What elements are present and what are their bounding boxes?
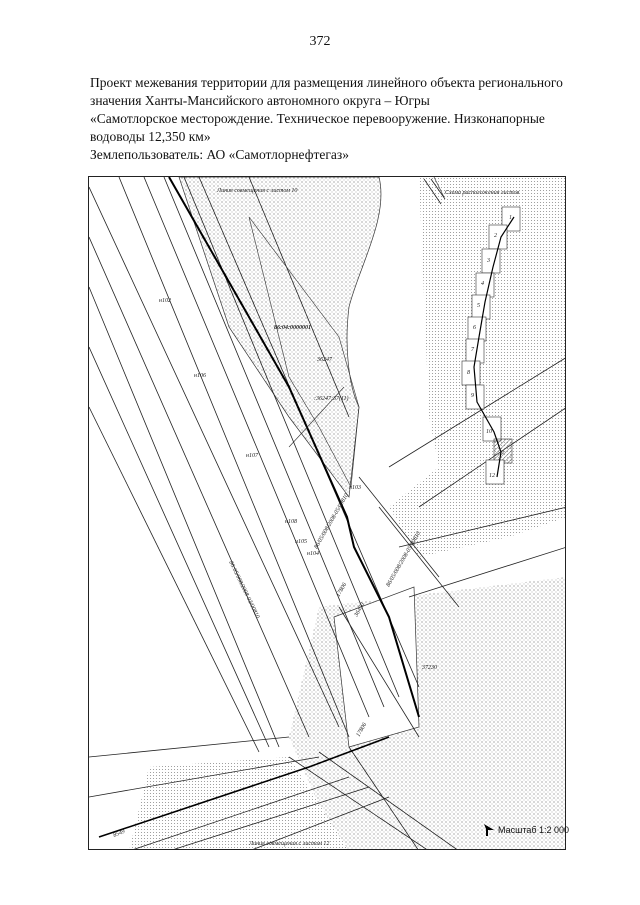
top-match-line-label: Линия совмещения с листом 10 (216, 188, 297, 194)
point-label: н105 (295, 539, 307, 545)
pipeline-route-lower (98, 736, 390, 838)
sheet-layout-scheme: Схема расположения листов 1 2 3 4 5 6 7 … (423, 178, 521, 485)
bottom-match-line-label: Линия совмещения с листом 12 (248, 841, 329, 847)
parcel-quarter-label: 86:04:0000001 (274, 325, 311, 331)
parcel-8549-label: 8549 (112, 828, 126, 839)
north-arrow-icon (484, 824, 494, 836)
sheet-number: 8 (467, 370, 470, 376)
header-line-4: водоводы 12,350 км» (90, 129, 211, 144)
point-label: н107 (246, 453, 259, 459)
sheet-number: 7 (471, 347, 475, 353)
sheet-number: 6 (473, 325, 476, 331)
header-line-5: Землепользователь: АО «Самотлорнефтегаз» (90, 147, 349, 162)
point-label: н108 (285, 519, 297, 525)
sheet-number: 11 (499, 450, 505, 456)
parcel-36247-outline (248, 216, 360, 489)
corridor-lines (89, 177, 565, 849)
scale-text: Масштаб 1:2 000 (498, 825, 570, 835)
point-label: н104 (307, 550, 319, 557)
road-label-upper: 86/05/008/2008-05/00810 (314, 493, 351, 550)
sheet-number: 5 (477, 303, 480, 309)
pipeline-route (168, 177, 420, 718)
page-number: 372 (309, 34, 331, 49)
parcel-36247-37-label: :36247:37(11) (314, 395, 349, 402)
header-line-2: значения Ханты-Мансийского автономного о… (90, 93, 430, 108)
white-parcel-37230 (333, 586, 420, 748)
scale-bar: Масштаб 1:2 000 (484, 824, 569, 836)
sheet-number: 9 (471, 393, 474, 399)
map-frame: Линия совмещения с листом 10 Линия совме… (88, 176, 566, 850)
stipple-area-top (178, 177, 382, 498)
parcel-37230-label: 37230 (421, 665, 437, 671)
stipple-area-left-bottom (129, 757, 348, 849)
point-label: н103 (349, 485, 361, 491)
header-line-3: «Самотлорское месторождение. Техническое… (90, 111, 545, 126)
sheet-number: 12 (489, 473, 495, 479)
road-label-main: 86:05/008/2008-03/00810 (227, 560, 260, 619)
stipple-area-bottom (289, 577, 565, 849)
point-label: н102 (159, 298, 171, 304)
parcel-36247-label: 36247 (316, 356, 333, 363)
sheet-number: 3 (486, 258, 490, 264)
parcel-17806-a-label: 17806 (336, 582, 349, 598)
scheme-title: Схема расположения листов (445, 190, 520, 196)
sheet-number: 2 (494, 233, 497, 239)
sheet-number: 10 (486, 429, 492, 435)
header-line-1: Проект межевания территории для размещен… (90, 75, 563, 90)
sheet-number: 4 (481, 280, 484, 287)
sheet-number: 1 (509, 215, 512, 221)
point-label: н106 (194, 373, 206, 379)
document-header: Проект межевания территории для размещен… (90, 74, 568, 164)
map-drawing: Линия совмещения с листом 10 Линия совме… (89, 177, 565, 849)
road-label-right: 86/05/008/2008-05/00810 (386, 531, 423, 588)
